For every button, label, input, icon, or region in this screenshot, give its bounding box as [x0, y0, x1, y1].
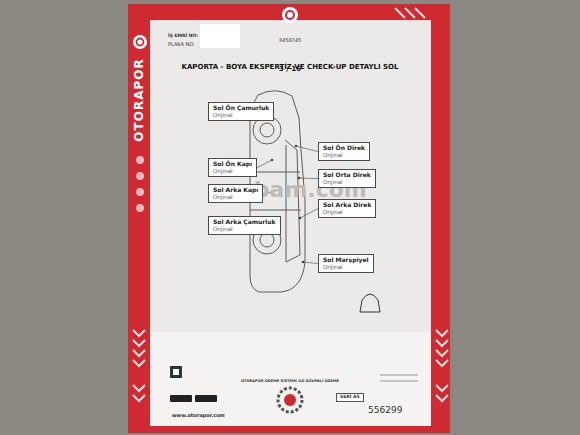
- leader-line: [296, 146, 318, 152]
- redaction-patch: [200, 24, 240, 48]
- qr-code-inner: [173, 369, 179, 375]
- part-status: Orijinal: [323, 179, 371, 185]
- leader-line: [303, 262, 318, 264]
- part-box: Sol Arka KapıOrijinal: [208, 184, 263, 203]
- watermark: OTORAPOR ÖDEME SİSTEMİ İLE GÜVENLİ ÖDEME: [241, 380, 339, 384]
- part-name: Sol Arka Çamurluk: [213, 219, 276, 226]
- part-box: Sol Ön ÇamurlukOrijinal: [208, 102, 274, 121]
- leader-dot: [295, 145, 298, 148]
- footer-rule: [380, 381, 418, 382]
- section-title: OTORAPOR: [133, 58, 146, 141]
- part-box: Sol Arka ÇamurlukOrijinal: [208, 216, 281, 235]
- part-status: Orijinal: [213, 112, 269, 118]
- side-logo: [133, 35, 147, 49]
- part-status: Orijinal: [213, 226, 276, 232]
- top-logo-ring: [286, 11, 294, 19]
- part-box: Sol MarşpiyelOrijinal: [318, 254, 374, 273]
- red-frame: [128, 4, 450, 433]
- part-status: Orijinal: [323, 152, 365, 158]
- store-badge: [170, 395, 192, 402]
- part-status: Orijinal: [323, 264, 369, 270]
- part-name: Sol Marşpiyel: [323, 257, 369, 264]
- side-logo-ring: [137, 39, 144, 46]
- part-status: Orijinal: [213, 168, 252, 174]
- leader-line: [300, 209, 318, 218]
- leader-dot: [271, 159, 274, 162]
- leader-line: [257, 160, 272, 168]
- leader-dot: [302, 261, 305, 264]
- leader-dot: [299, 217, 302, 220]
- part-status: Orijinal: [213, 194, 258, 200]
- store-badge: [195, 395, 217, 402]
- footer-rule: [380, 375, 418, 376]
- part-name: Sol Ön Kapı: [213, 161, 252, 168]
- page-number: 3 / 16: [279, 66, 301, 74]
- qr-code: [170, 366, 182, 378]
- footer-area: [150, 332, 431, 426]
- car-icon: [360, 294, 380, 312]
- part-name: Sol Ön Direk: [323, 145, 365, 152]
- part-name: Sol Arka Kapı: [213, 187, 258, 194]
- part-status: Orijinal: [323, 209, 371, 215]
- header-field: PLAKA NO:: [168, 42, 195, 48]
- header-value: 3458745: [279, 38, 301, 44]
- top-logo: [282, 7, 298, 23]
- web-address: 556299: [368, 406, 402, 416]
- part-box: Sol Arka DirekOrijinal: [318, 199, 376, 218]
- part-box: Sol Ön KapıOrijinal: [208, 158, 257, 177]
- page-area: [150, 20, 431, 332]
- seal-center: [284, 394, 296, 406]
- part-name: Sol Orta Direk: [323, 172, 371, 179]
- footer-note: www.otorapor.com: [172, 413, 225, 419]
- serial-number: SERİ A5: [336, 393, 364, 402]
- part-name: Sol Arka Direk: [323, 202, 371, 209]
- side-badges: [136, 156, 144, 212]
- part-name: Sol Ön Çamurluk: [213, 105, 269, 112]
- header-field: İŞ EMRİ NO:: [168, 34, 198, 39]
- seal-gear: [278, 388, 302, 412]
- part-box: Sol Ön DirekOrijinal: [318, 142, 370, 161]
- frame-chevrons: [133, 8, 448, 401]
- part-box: Sol Orta DirekOrijinal: [318, 169, 376, 188]
